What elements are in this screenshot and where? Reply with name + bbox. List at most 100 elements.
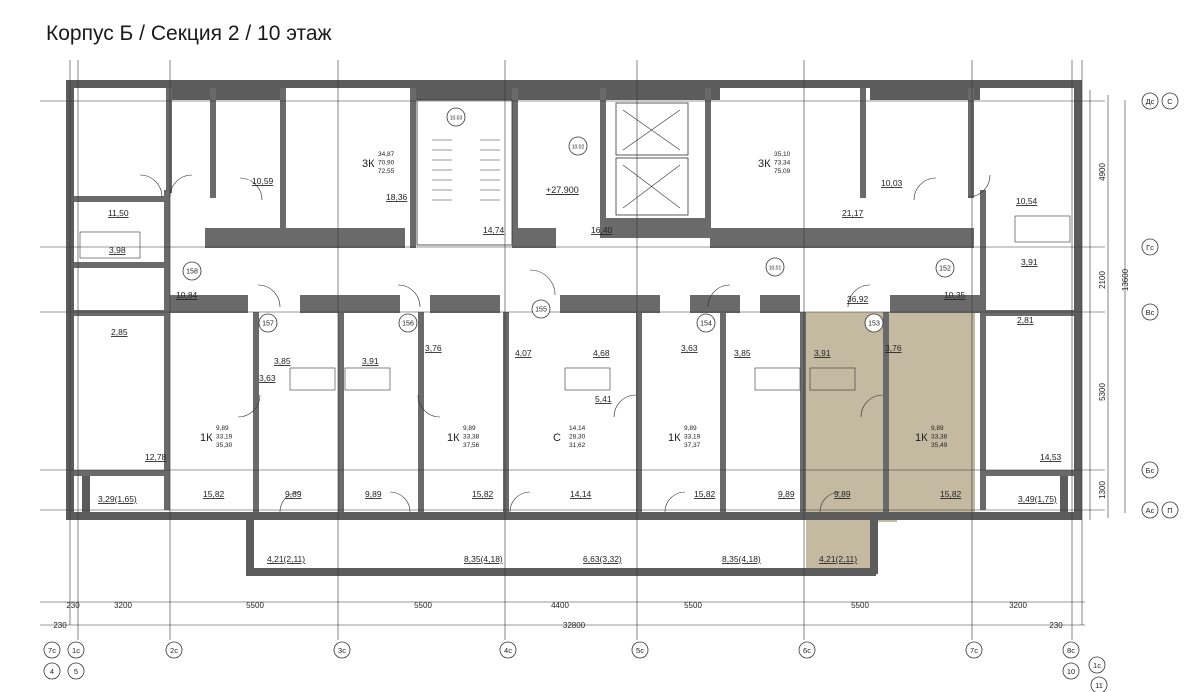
room-area-value: 9,89 xyxy=(285,489,302,499)
dimension-value: 5500 xyxy=(851,601,869,610)
room-area-value: 15,82 xyxy=(472,489,494,499)
apartment-area-value: 37,56 xyxy=(463,442,480,449)
room-number: 153 xyxy=(868,321,880,328)
axis-bubble xyxy=(1062,641,1080,659)
axis-bubble xyxy=(1141,303,1159,321)
apartment-area-value: 75,09 xyxy=(774,168,791,175)
grid-lines xyxy=(40,60,1126,640)
axis-bubble xyxy=(1062,662,1080,680)
dimension-total-value: 230 xyxy=(1049,621,1063,630)
room-area-value: 18,36 xyxy=(386,192,408,202)
apartment-area-value: 14,14 xyxy=(569,425,586,432)
apartment-area-value: 35,49 xyxy=(931,442,948,449)
room-area-value: 3,91 xyxy=(362,356,379,366)
axis-label: Ас xyxy=(1146,506,1155,515)
room-area-value: 3,85 xyxy=(734,348,751,358)
axis-label: 8с xyxy=(1067,646,1075,655)
room-area-value: 3,63 xyxy=(259,373,276,383)
apartment-area-value: 72,55 xyxy=(378,168,395,175)
axis-label: 4с xyxy=(504,646,512,655)
room-area-value: 15,82 xyxy=(694,489,716,499)
axis-label: Дс xyxy=(1146,97,1155,106)
room-area-value: 14,14 xyxy=(570,489,592,499)
highlighted-apartment[interactable] xyxy=(806,312,975,568)
axis-bubble xyxy=(165,641,183,659)
room-area-value: 4,21(2,11) xyxy=(267,554,305,564)
room-area-value: 10,54 xyxy=(1016,196,1038,206)
room-number-circle xyxy=(531,299,551,319)
room-area-value: 9,89 xyxy=(834,489,851,499)
dimension-value: 5500 xyxy=(414,601,432,610)
apartment-area-value: 33,38 xyxy=(463,434,480,441)
axis-bubble xyxy=(1090,676,1108,692)
axis-label: 5с xyxy=(636,646,644,655)
axis-label: 3с xyxy=(338,646,346,655)
room-number: 154 xyxy=(700,321,712,328)
apartment-area-value: 9,89 xyxy=(463,425,476,432)
room-number-circle xyxy=(258,313,278,333)
room-area-value: 15,82 xyxy=(203,489,225,499)
room-area-value: 6,63(3,32) xyxy=(583,554,622,564)
axis-bubble xyxy=(1141,461,1159,479)
room-number: 157 xyxy=(262,321,274,328)
axis-label: 1с xyxy=(72,646,80,655)
room-area-value: 5,41 xyxy=(595,394,612,404)
dimension-value: 230 xyxy=(66,601,80,610)
apartment-area-value: 33,19 xyxy=(684,434,701,441)
apartment-area-value: 35,30 xyxy=(216,442,233,449)
room-number-circle xyxy=(398,313,418,333)
room-area-value: 10,03 xyxy=(881,178,903,188)
dimension-value: 3200 xyxy=(1009,601,1027,610)
apartment-area-value: 9,89 xyxy=(216,425,229,432)
room-area-value: 3,91 xyxy=(1021,257,1038,267)
room-area-value: 4,21(2,11) xyxy=(819,554,857,564)
dimension-value: 5300 xyxy=(1098,383,1107,401)
room-area-value: 3,29(1,65) xyxy=(98,494,137,504)
room-number: 152 xyxy=(939,266,951,273)
axis-label: 2с xyxy=(170,646,178,655)
room-area-value: 10,59 xyxy=(252,176,274,186)
dimension-value: 1300 xyxy=(1098,481,1107,499)
apartment-type-label: 1К xyxy=(915,432,928,444)
axis-bubble xyxy=(333,641,351,659)
room-area-value: 14,74 xyxy=(483,225,505,235)
room-area-value: 3,98 xyxy=(109,245,126,255)
room-number-circle xyxy=(935,258,955,278)
dimension-value: 2100 xyxy=(1098,271,1107,289)
apartment-area-value: 33,38 xyxy=(931,434,948,441)
axis-bubble xyxy=(1141,238,1159,256)
room-area-value: 14,53 xyxy=(1040,452,1062,462)
axis-label: Бс xyxy=(1146,466,1155,475)
room-area-value: 2,81 xyxy=(1017,315,1034,325)
axis-label: 11 xyxy=(1095,681,1103,690)
room-area-value: 10,84 xyxy=(176,290,198,300)
floor-title: Корпус Б / Секция 2 / 10 этаж xyxy=(46,22,332,45)
apartment-type-label: 1К xyxy=(200,432,213,444)
axis-bubble xyxy=(965,641,983,659)
room-number-circle xyxy=(182,261,202,281)
room-area-value: 3,49(1,75) xyxy=(1018,494,1057,504)
axis-label: 6с xyxy=(803,646,811,655)
room-area-value: 11,50 xyxy=(108,208,129,218)
apartment-area-value: 9,89 xyxy=(684,425,697,432)
axis-bubble xyxy=(1141,501,1159,519)
room-area-value: 9,89 xyxy=(778,489,795,499)
apartment-area-value: 70,90 xyxy=(378,160,395,167)
room-area-value: 8,35(4,18) xyxy=(464,554,503,564)
axis-label: Гс xyxy=(1146,243,1154,252)
axis-bubble xyxy=(43,641,61,659)
axis-bubble xyxy=(1141,92,1159,110)
room-area-value: 3,63 xyxy=(681,343,698,353)
axis-label: 10 xyxy=(1067,667,1075,676)
room-area-value: 2,85 xyxy=(111,327,128,337)
dimension-value: 5500 xyxy=(246,601,264,610)
apartment-type-label: 3К xyxy=(758,158,771,170)
room-number-circle xyxy=(864,313,884,333)
room-area-value: 3,91 xyxy=(814,348,831,358)
axis-label: 7с xyxy=(970,646,978,655)
room-number: 156 xyxy=(402,321,414,328)
apartment-type-label: 3К xyxy=(362,158,375,170)
room-number-circle xyxy=(696,313,716,333)
apartment-area-value: 33,19 xyxy=(216,434,233,441)
